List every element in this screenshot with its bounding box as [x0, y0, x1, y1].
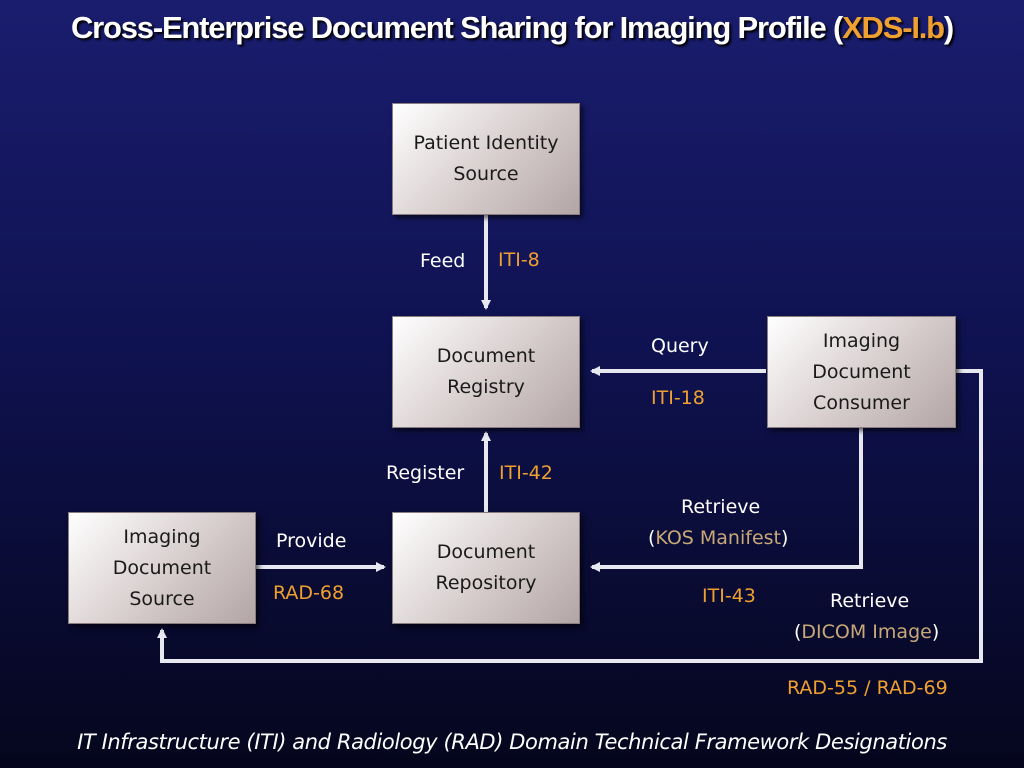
- rad55-69-label: RAD-55 / RAD-69: [787, 677, 948, 699]
- document-repository-box: Document Repository: [392, 512, 580, 624]
- footer-designations: IT Infrastructure (ITI) and Radiology (R…: [77, 730, 947, 754]
- patient-identity-source-box: Patient Identity Source: [392, 103, 580, 215]
- iti8-label: ITI-8: [498, 249, 540, 271]
- title-close: ): [943, 10, 954, 45]
- imaging-document-consumer-box: Imaging Document Consumer: [767, 316, 956, 428]
- provide-label: Provide: [276, 530, 347, 552]
- retrieve-kos-detail: (KOS Manifest): [648, 527, 789, 549]
- feed-label: Feed: [420, 250, 466, 272]
- title-accent: XDS-I.b: [842, 10, 945, 45]
- title-main: Cross-Enterprise Document Sharing for Im…: [70, 10, 843, 45]
- page-title: Cross-Enterprise Document Sharing for Im…: [0, 10, 1024, 46]
- imaging-document-source-box: Imaging Document Source: [68, 512, 256, 624]
- retrieve-dicom-detail: (DICOM Image): [794, 621, 940, 643]
- iti42-label: ITI-42: [499, 462, 553, 484]
- retrieve-dicom-label: Retrieve: [830, 590, 910, 612]
- iti18-label: ITI-18: [651, 387, 705, 409]
- register-label: Register: [386, 462, 465, 484]
- retrieve-kos-arrow: [590, 427, 863, 572]
- query-label: Query: [651, 335, 709, 357]
- iti43-label: ITI-43: [702, 585, 756, 607]
- retrieve-dicom-arrow: [157, 369, 983, 663]
- kos-manifest-text: KOS Manifest: [655, 527, 781, 549]
- dicom-image-text: DICOM Image: [801, 621, 932, 643]
- document-registry-box: Document Registry: [392, 316, 580, 428]
- rad68-label: RAD-68: [273, 582, 345, 604]
- retrieve-kos-label: Retrieve: [681, 496, 761, 518]
